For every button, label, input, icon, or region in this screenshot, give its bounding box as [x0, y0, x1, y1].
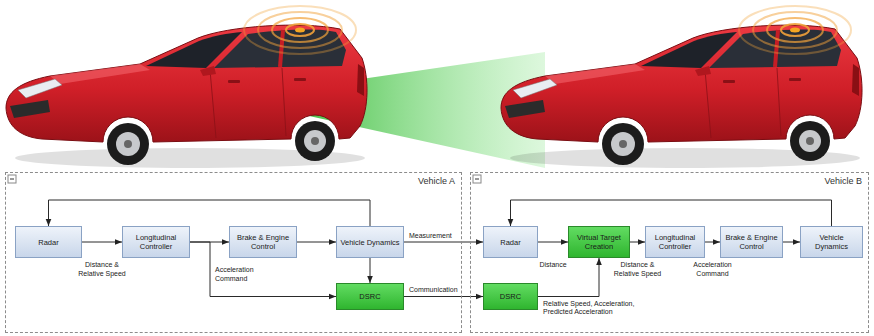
- box-label: DSRC: [498, 292, 523, 301]
- process-box: Vehicle Dynamics: [800, 226, 863, 258]
- process-box: Radar: [483, 226, 538, 258]
- box-label: Longitudinal Controller: [123, 233, 189, 251]
- process-box: Vehicle Dynamics: [336, 226, 404, 258]
- edge-label: Communication: [408, 286, 459, 295]
- dsrc-box: DSRC: [336, 283, 404, 310]
- edge-label: Distance & Relative Speed: [76, 261, 128, 278]
- signal-arrow: [82, 242, 122, 243]
- panel-title: Vehicle B: [471, 173, 868, 187]
- box-label: Vehicle Dynamics: [338, 238, 401, 247]
- process-box: Longitudinal Controller: [645, 226, 705, 258]
- box-label: DSRC: [357, 292, 382, 301]
- dsrc-box: Virtual Target Creation: [568, 226, 630, 258]
- box-label: Radar: [36, 238, 60, 247]
- process-box: Brake & Engine Control: [229, 226, 297, 258]
- box-label: Vehicle Dynamics: [801, 233, 862, 251]
- signal-arrow: [404, 242, 483, 243]
- edge-label: Distance & Relative Speed: [612, 261, 664, 278]
- box-label: Longitudinal Controller: [646, 233, 704, 251]
- car-picture: [501, 6, 862, 168]
- signal-arrow: [705, 242, 720, 243]
- car-picture: [6, 6, 367, 168]
- collapse-icon: [473, 175, 481, 183]
- box-label: Radar: [498, 238, 522, 247]
- process-box: Brake & Engine Control: [720, 226, 783, 258]
- signal-arrow: [630, 242, 645, 243]
- signal-arrow: [538, 258, 599, 297]
- edge-label: Measurement: [408, 232, 453, 241]
- signal-arrow: [404, 296, 483, 297]
- edge-label: Distance: [538, 261, 567, 270]
- vehicle-panel: Vehicle B Radar Virtual Target Creation Lon…: [470, 172, 869, 333]
- signal-arrow: [511, 200, 832, 226]
- signal-arrow: [783, 242, 800, 243]
- box-label: Brake & Engine Control: [721, 233, 782, 251]
- signal-arrow: [370, 258, 371, 283]
- edge-label: Relative Speed, Acceleration, Predicted …: [542, 300, 649, 317]
- signal-arrow: [538, 242, 568, 243]
- box-label: Virtual Target Creation: [569, 233, 629, 251]
- dsrc-box: DSRC: [483, 283, 538, 310]
- panel-title: Vehicle A: [6, 173, 461, 187]
- edge-label: Acceleration Command: [689, 261, 736, 278]
- collapse-icon: [8, 175, 16, 183]
- signal-arrow: [297, 242, 336, 243]
- edge-label: Acceleration Command: [214, 266, 261, 283]
- process-box: Radar: [15, 226, 82, 258]
- box-label: Brake & Engine Control: [230, 233, 296, 251]
- signal-arrow: [49, 200, 371, 226]
- vehicle-panel: Vehicle A Radar Longitudinal Controller Bra…: [5, 172, 462, 333]
- process-box: Longitudinal Controller: [122, 226, 190, 258]
